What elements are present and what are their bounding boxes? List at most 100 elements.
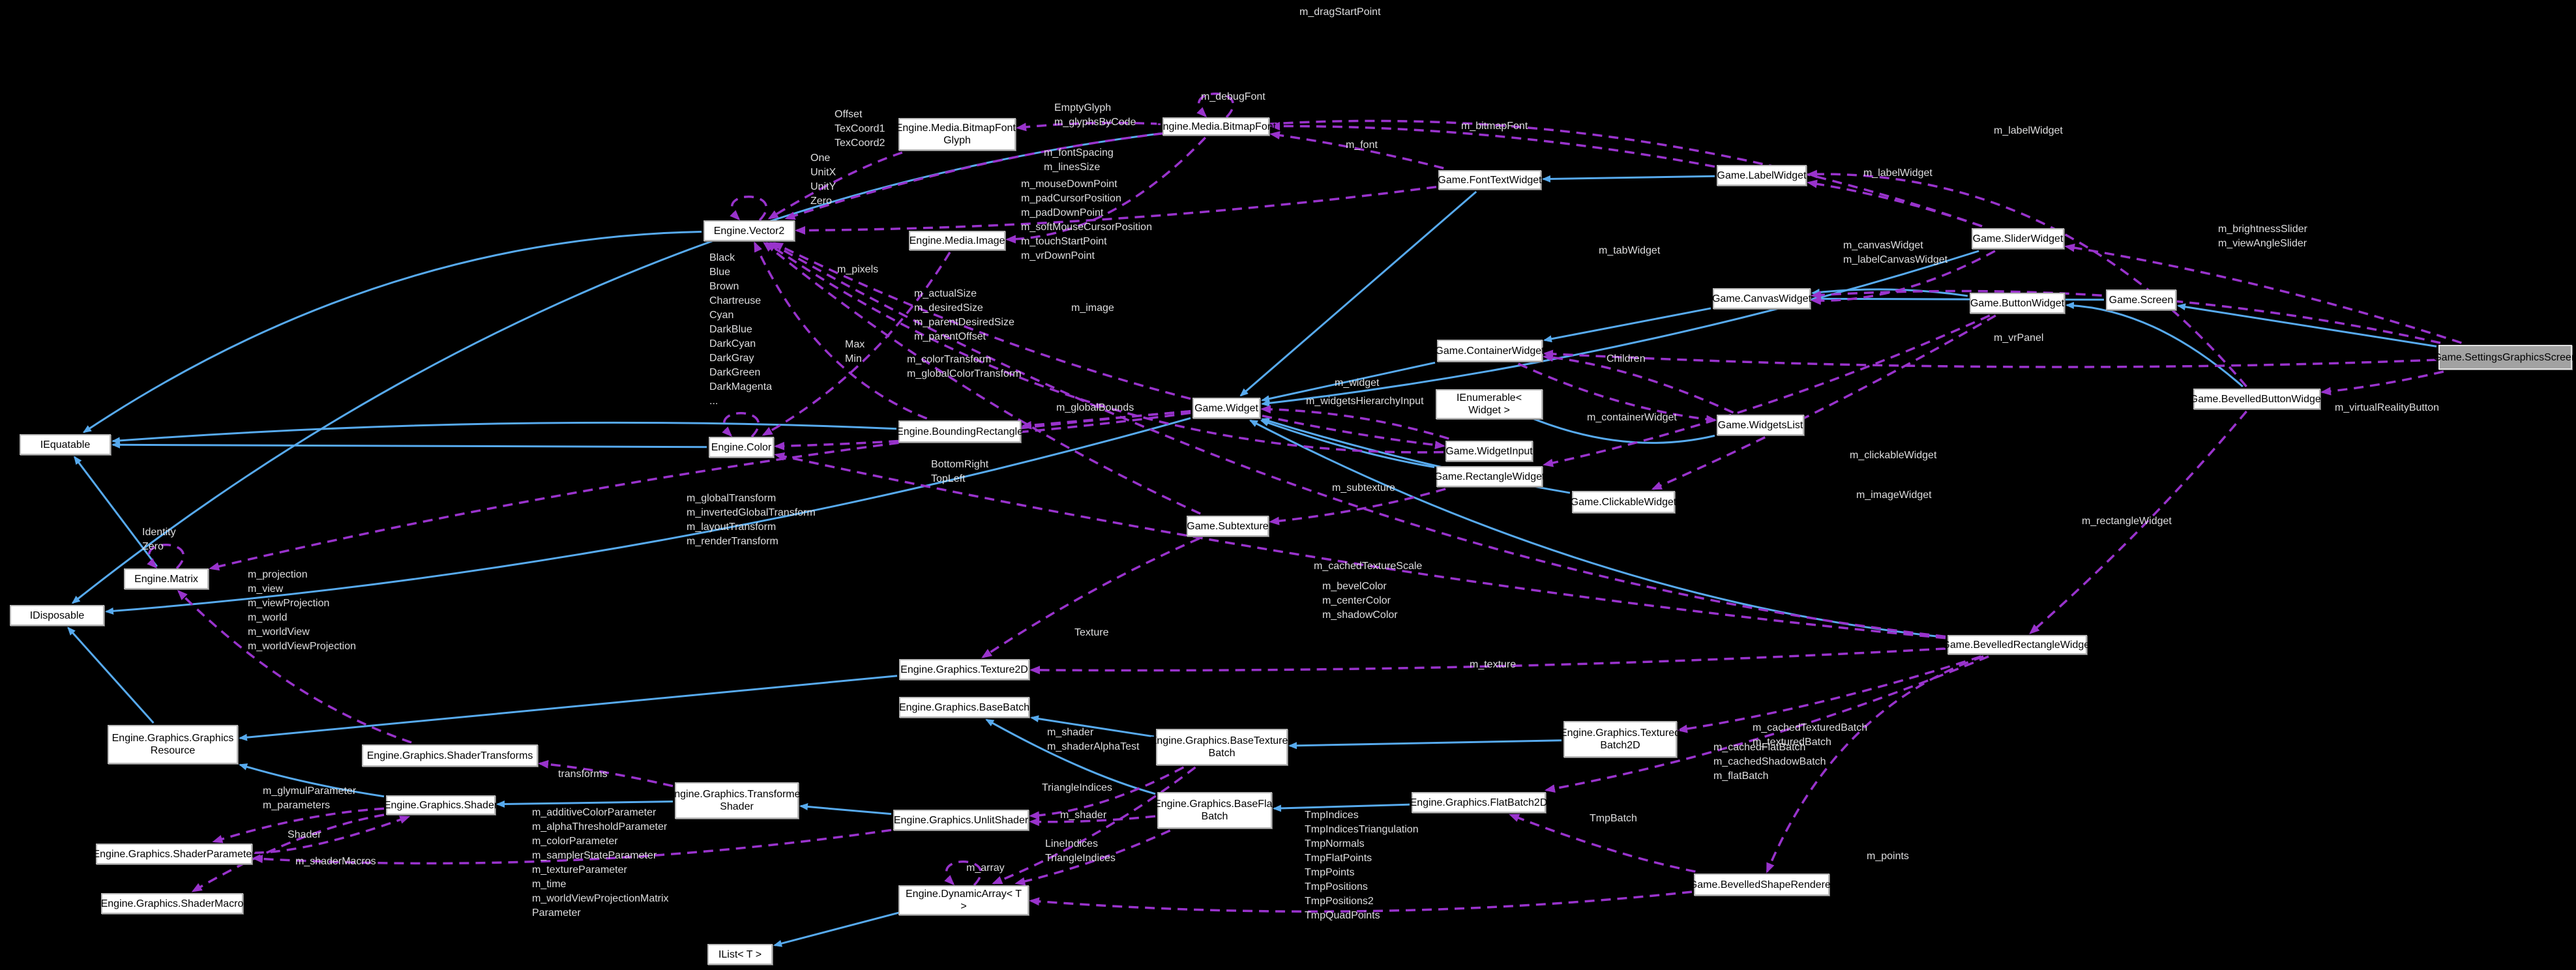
edge-flatbatch2d-baseflatbatch xyxy=(1273,803,1410,812)
edge-subtexture-texture2d xyxy=(981,537,1200,658)
edge-baseflatbatch-unlitshader xyxy=(1029,815,1156,827)
edge-settingsgraphicsscreen-bevelledbuttonwidget xyxy=(2320,370,2444,396)
node-transformedshader[interactable]: Engine.Graphics.Transformed Shader xyxy=(668,782,806,819)
node-basebatch[interactable]: Engine.Graphics.BaseBatch xyxy=(899,697,1029,718)
edge-canvaswidget-containerwidget xyxy=(1543,307,1711,343)
edge-shadertransforms-matrix xyxy=(177,589,412,744)
node-matrix[interactable]: Engine.Matrix xyxy=(124,568,209,589)
node-bevelledrectanglewidget[interactable]: Game.BevelledRectangleWidget xyxy=(1942,635,2093,654)
edge-bevelledshaperenderer-flatbatch2d xyxy=(1509,814,1696,873)
node-ienumerablewidget[interactable]: IEnumerable< Widget > xyxy=(1436,389,1543,419)
edge-boundingrectangle-vector2 xyxy=(754,241,928,420)
node-sliderwidget[interactable]: Game.SliderWidget xyxy=(1972,228,2064,249)
edge-basetexturedbatch-unlitshader xyxy=(1029,766,1185,820)
node-baseflatbatch[interactable]: Engine.Graphics.BaseFlat Batch xyxy=(1154,792,1275,829)
edge-unlitshader-transformedshader xyxy=(799,803,892,816)
node-settingsgraphicsscreen[interactable]: Game.SettingsGraphicsScreen xyxy=(2433,345,2576,370)
node-shaderparameter[interactable]: Engine.Graphics.ShaderParameter xyxy=(93,844,256,864)
node-containerwidget[interactable]: Game.ContainerWidget xyxy=(1435,340,1545,362)
node-texturedbatch2d[interactable]: Engine.Graphics.Textured Batch2D xyxy=(1560,721,1680,757)
node-bitmapfontglyph[interactable]: Engine.Media.BitmapFont. Glyph xyxy=(896,118,1018,151)
edge-bevelledrectanglewidget-texturedbatch2d xyxy=(1677,655,1982,733)
edge-buttonwidget-canvaswidget xyxy=(1811,288,1968,297)
edge-vector2-vector2 xyxy=(730,196,767,222)
edge-fonttextwidget-bitmapfont xyxy=(1269,131,1444,169)
edge-bevelledrectanglewidget-bevelledshaperenderer xyxy=(1766,655,1984,874)
edge-bevelledbuttonwidget-labelwidget xyxy=(1807,169,2247,388)
node-shader[interactable]: Engine.Graphics.Shader xyxy=(384,795,497,815)
edge-bevelledrectanglewidget-vector2 xyxy=(769,242,1946,638)
edge-matrix-matrix xyxy=(147,544,185,570)
node-buttonwidget[interactable]: Game.ButtonWidget xyxy=(1970,293,2065,314)
node-bitmapfont[interactable]: Engine.Media.BitmapFont xyxy=(1156,117,1276,136)
node-unlitshader[interactable]: Engine.Graphics.UnlitShader xyxy=(893,810,1029,830)
edge-bevelledrectanglewidget-texture2d xyxy=(1029,647,1946,675)
edge-sliderwidget-widget xyxy=(1261,250,1979,407)
edge-dynamicarray-ilist xyxy=(773,907,917,947)
edge-color-color xyxy=(722,412,760,438)
edge-shader-shaderparameter xyxy=(212,807,385,844)
node-color[interactable]: Engine.Color xyxy=(709,437,774,458)
edge-widgetslist-ienumerablewidget xyxy=(1516,411,1715,444)
edge-dynamicarray-dynamicarray xyxy=(944,860,982,887)
node-widget[interactable]: Game.Widget xyxy=(1192,398,1260,419)
node-widgetinput[interactable]: Game.WidgetInput xyxy=(1445,441,1533,462)
node-basetexturedbatch[interactable]: Engine.Graphics.BaseTextured Batch xyxy=(1150,729,1294,765)
edge-containerwidget-widgetslist xyxy=(1517,362,1717,424)
node-image[interactable]: Engine.Media.Image xyxy=(909,231,1005,250)
edge-matrix-iequatable xyxy=(74,456,158,567)
node-boundingrectangle[interactable]: Engine.BoundingRectangle xyxy=(896,420,1023,443)
edge-boundingrectangle-iequatable xyxy=(111,421,897,445)
node-canvaswidget[interactable]: Game.CanvasWidget xyxy=(1712,288,1811,309)
node-idisposable[interactable]: IDisposable xyxy=(10,605,104,626)
edge-widget-vector2 xyxy=(772,242,1191,400)
node-clickablewidget[interactable]: Game.ClickableWidget xyxy=(1571,491,1676,513)
edge-texturedbatch2d-basetexturedbatch xyxy=(1288,739,1562,750)
edge-vector2-iequatable xyxy=(82,230,702,434)
node-subtexture[interactable]: Game.Subtexture xyxy=(1187,516,1269,536)
edge-fonttextwidget-vector2 xyxy=(795,185,1437,235)
node-shadermacro[interactable]: Engine.Graphics.ShaderMacro xyxy=(101,893,243,914)
edge-bevelledshaperenderer-dynamicarray xyxy=(1029,890,1693,913)
node-iequatable[interactable]: IEquatable xyxy=(20,434,111,455)
node-labelwidget[interactable]: Game.LabelWidget xyxy=(1717,165,1807,186)
edge-shader-shadermacro xyxy=(191,814,385,892)
edge-bitmapfont-image xyxy=(1005,136,1207,244)
node-vector2[interactable]: Engine.Vector2 xyxy=(703,220,795,241)
edge-labelwidget-bitmapfont xyxy=(1269,121,1715,168)
edge-graphicsresource-idisposable xyxy=(67,626,155,724)
edge-labelwidget-fonttextwidget xyxy=(1542,175,1715,183)
node-widgetslist[interactable]: Game.WidgetsList xyxy=(1717,415,1804,435)
edge-shaderparameter-shader xyxy=(254,816,411,854)
node-ilist[interactable]: IList< T > xyxy=(707,944,773,965)
edge-bitmapfont-bitmapfont xyxy=(1196,93,1234,119)
node-fonttextwidget[interactable]: Game.FontTextWidget xyxy=(1438,170,1542,190)
edge-buttonwidget-rectanglewidget xyxy=(1543,314,1991,467)
node-dynamicarray[interactable]: Engine.DynamicArray< T > xyxy=(898,885,1029,915)
node-shadertransforms[interactable]: Engine.Graphics.ShaderTransforms xyxy=(362,744,538,767)
edge-rectanglewidget-subtexture xyxy=(1269,488,1446,525)
edge-bitmapfontglyph-vector2 xyxy=(767,151,903,220)
node-rectanglewidget[interactable]: Game.RectangleWidget xyxy=(1434,466,1545,487)
edge-subtexture-vector2 xyxy=(763,242,1201,515)
node-screen[interactable]: Game.Screen xyxy=(2106,289,2176,310)
edge-bevelledbuttonwidget-bevelledrectanglewidget xyxy=(2029,410,2247,634)
node-bevelledshaperenderer[interactable]: Game.BevelledShapeRenderer xyxy=(1689,874,1834,896)
node-graphicsresource[interactable]: Engine.Graphics.Graphics Resource xyxy=(108,725,238,764)
edge-transformedshader-shadertransforms xyxy=(538,759,674,787)
node-bevelledbuttonwidget[interactable]: Game.BevelledButtonWidget xyxy=(2190,389,2324,409)
edge-widgetinput-vector2 xyxy=(765,242,1444,454)
edge-basetexturedbatch-basebatch xyxy=(1030,715,1155,738)
edge-settingsgraphicsscreen-containerwidget xyxy=(1543,349,2437,368)
node-flatbatch2d[interactable]: Engine.Graphics.FlatBatch2D xyxy=(1410,792,1547,813)
node-texture2d[interactable]: Engine.Graphics.Texture2D xyxy=(899,659,1029,680)
edge-fonttextwidget-widget xyxy=(1239,190,1477,397)
edge-bitmapfont-bitmapfontglyph xyxy=(1016,121,1161,132)
edge-shader-graphicsresource xyxy=(239,763,385,798)
edge-image-color xyxy=(762,252,951,436)
edge-widgetslist-containerwidget xyxy=(1543,353,1734,414)
edge-rectanglewidget-widget xyxy=(1260,419,1435,469)
edge-color-iequatable xyxy=(111,441,707,448)
